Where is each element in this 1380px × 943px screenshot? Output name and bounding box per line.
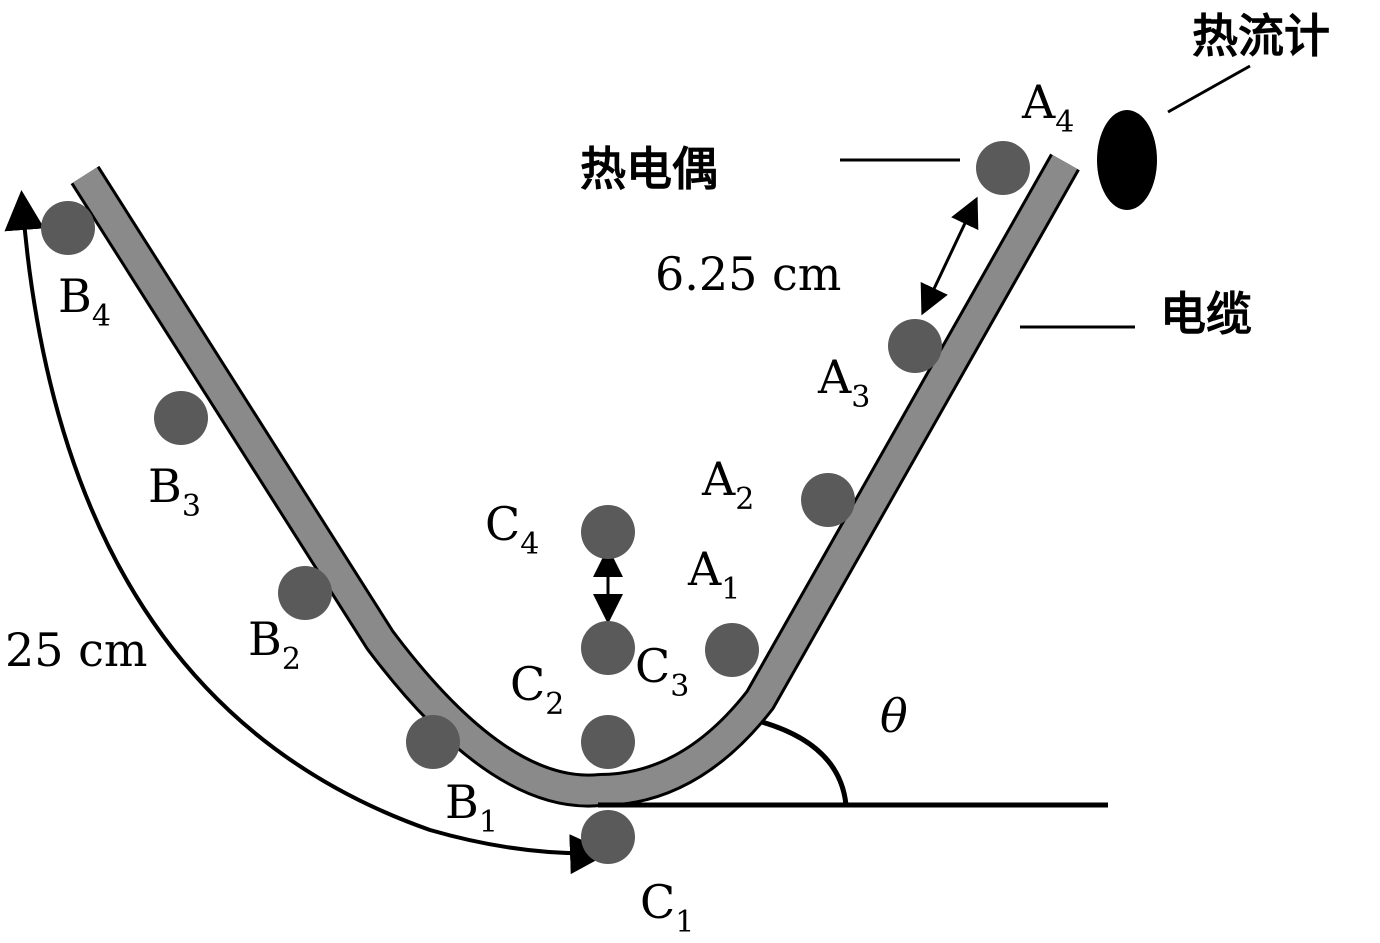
label-a4: A4	[1021, 75, 1074, 140]
arc-length-arrow	[4, 190, 610, 875]
point-c3	[581, 621, 635, 675]
label-b2: B2	[248, 612, 301, 677]
point-c4	[581, 505, 635, 559]
meter-leader	[1167, 64, 1251, 114]
label-c1: C1	[640, 875, 694, 940]
point-a4	[976, 141, 1030, 195]
point-c1	[581, 810, 635, 864]
label-c4: C4	[485, 497, 539, 562]
label-c2: C2	[510, 657, 564, 722]
point-b1	[406, 715, 460, 769]
angle-label: θ	[880, 689, 908, 743]
heat-flux-meter	[1097, 110, 1157, 210]
label-a3: A3	[817, 350, 870, 415]
thermocouple-label: 热电偶	[580, 142, 718, 196]
angle-arc	[761, 719, 849, 806]
label-c3: C3	[635, 639, 689, 704]
point-b2	[278, 566, 332, 620]
point-a2	[801, 473, 855, 527]
label-a2: A2	[701, 452, 754, 517]
label-b4: B4	[58, 269, 111, 334]
spacing-arrow	[920, 196, 979, 316]
spacing-label: 6.25 cm	[655, 247, 841, 301]
point-a1	[705, 623, 759, 677]
point-c2	[581, 715, 635, 769]
cable-label: 电缆	[1160, 287, 1252, 341]
label-b3: B3	[148, 459, 201, 524]
heat-flux-meter-label: 热流计	[1192, 9, 1330, 63]
label-b1: B1	[445, 775, 498, 840]
cable-outline	[70, 153, 1080, 808]
point-b3	[154, 391, 208, 445]
point-a3	[888, 319, 942, 373]
thermocouple-points	[41, 141, 1030, 864]
label-a1: A1	[687, 542, 740, 607]
cable	[73, 155, 1078, 805]
arc-length-label: 25 cm	[5, 623, 148, 677]
point-b4	[41, 201, 95, 255]
